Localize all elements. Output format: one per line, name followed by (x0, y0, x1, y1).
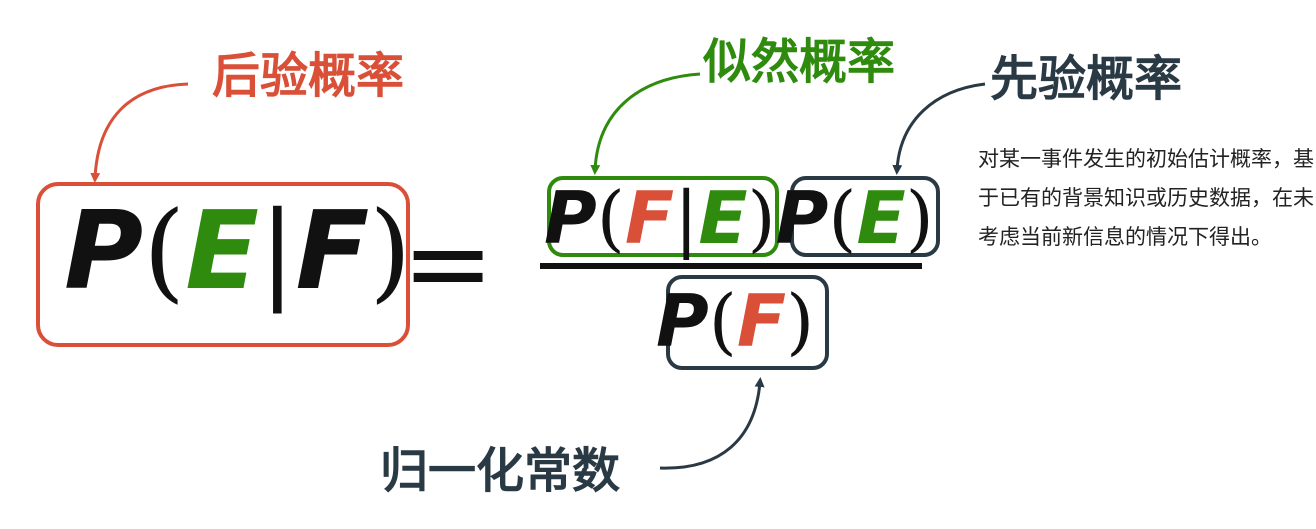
posterior-label: 后验概率 (212, 48, 405, 104)
given-bar: | (259, 189, 296, 314)
left-paren: ( (828, 176, 857, 260)
symbol-p: P (656, 279, 709, 363)
likelihood-arrow (590, 72, 701, 175)
numerator-formula: P(F|E)P(E) (544, 182, 934, 254)
posterior-arrow (90, 82, 189, 183)
posterior-formula: P(E|F) (64, 198, 411, 306)
left-paren: ( (708, 279, 737, 363)
prior-arrow (892, 82, 986, 175)
given-bar: | (674, 176, 699, 260)
symbol-p: P (544, 176, 597, 260)
left-paren: ( (596, 176, 625, 260)
symbol-f: F (624, 176, 675, 260)
likelihood-box (547, 176, 779, 257)
normalizing-arrow (659, 377, 765, 470)
likelihood-label: 似然概率 (703, 34, 896, 90)
denominator-formula: P(F) (656, 285, 814, 357)
equals-sign: = (402, 199, 495, 327)
prior-label: 先验概率 (990, 51, 1183, 107)
evidence-box (666, 275, 829, 370)
posterior-box (36, 182, 410, 347)
symbol-e: E (856, 176, 906, 260)
symbol-p: P (775, 176, 829, 260)
symbol-p: P (64, 189, 144, 314)
symbol-e: E (698, 176, 748, 260)
right-paren: ) (786, 279, 815, 363)
symbol-f: F (736, 279, 787, 363)
symbol-e: E (185, 189, 260, 314)
prior-box (790, 176, 940, 257)
left-paren: ( (143, 189, 186, 314)
symbol-f: F (295, 189, 370, 314)
right-paren: ) (905, 176, 934, 260)
normalizing-constant-label: 归一化常数 (380, 443, 621, 499)
right-paren: ) (369, 189, 412, 314)
right-paren: ) (747, 176, 776, 260)
prior-description: 对某一事件发生的初始估计概率，基于已有的背景知识或历史数据，在未考虑当前新信息的… (978, 147, 1314, 249)
